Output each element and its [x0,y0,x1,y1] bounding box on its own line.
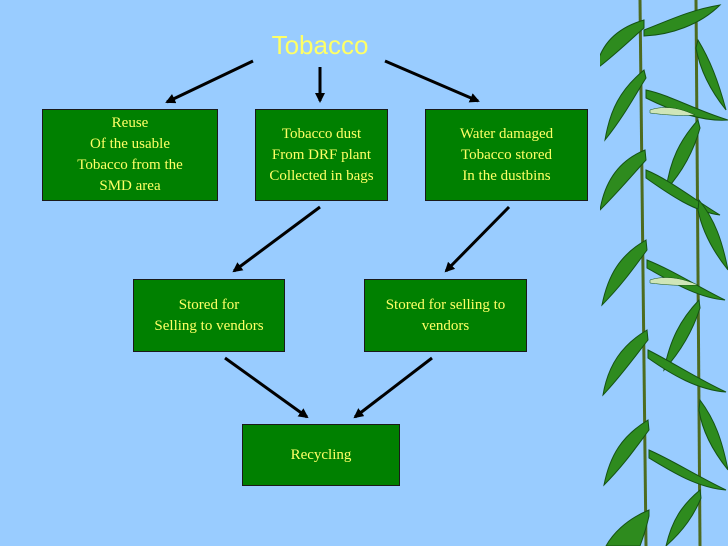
node-recycling: Recycling [242,424,400,486]
arrow-stored-right-to-recycling [353,356,433,419]
diagram-title: Tobacco [271,30,369,60]
node-tobacco-dust: Tobacco dust From DRF plant Collected in… [255,109,388,201]
node-water-damaged: Water damaged Tobacco stored In the dust… [425,109,588,201]
arrow-dust-to-stored-left [232,205,321,273]
arrow-water-to-stored-right [444,205,511,273]
node-stored-for-selling-right: Stored for selling to vendors [364,279,527,352]
arrow-title-to-water [384,59,480,103]
node-stored-for-selling-left: Stored for Selling to vendors [133,279,285,352]
arrow-stored-left-to-recycling [224,356,309,419]
bamboo-leaves-decoration [600,0,728,546]
arrow-title-to-reuse [165,59,254,104]
node-reuse: Reuse Of the usable Tobacco from the SMD… [42,109,218,201]
